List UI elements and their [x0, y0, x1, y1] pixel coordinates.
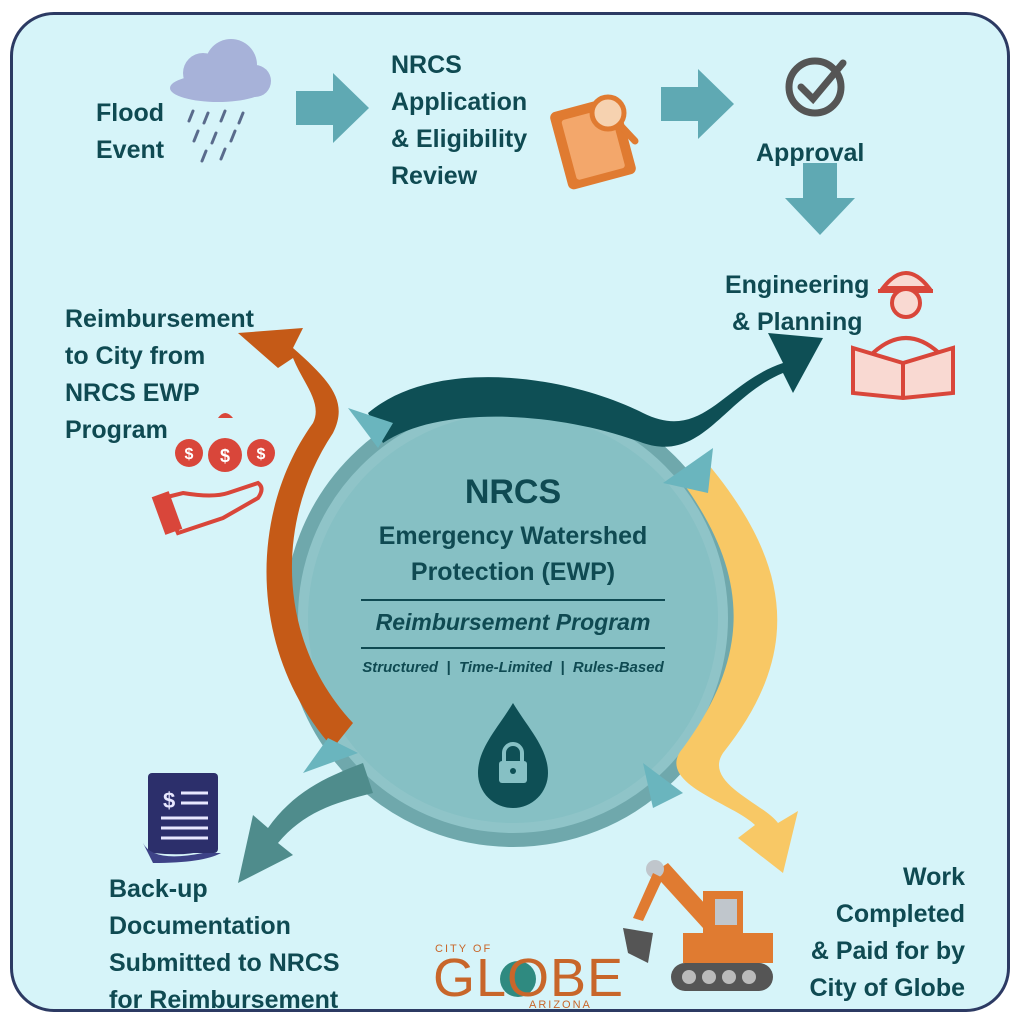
arrow-to-engineering: [368, 333, 823, 447]
svg-text:$: $: [257, 446, 266, 463]
svg-text:$: $: [185, 446, 194, 463]
arrow-to-backup: [238, 763, 373, 883]
lock-drop-icon: [478, 703, 548, 808]
arrow-to-reimbursement: [238, 328, 353, 748]
city-of-globe-logo: CITY OF GLOBE ARIZONA: [433, 941, 623, 1011]
engineer-icon: [851, 271, 955, 401]
arrow-application-to-approval: [661, 69, 734, 139]
step-backup-documentation: Back-up Documentation Submitted to NRCS …: [109, 875, 340, 1012]
logo-top-text: CITY OF: [435, 943, 493, 955]
svg-text:$: $: [163, 788, 175, 813]
arrow-approval-to-engineering: [785, 163, 855, 235]
arrow-to-work: [676, 458, 798, 873]
diagram-artwork: $ $ $ $: [143, 39, 955, 997]
step-work-completed: Work Completed & Paid for by City of Glo…: [809, 863, 965, 1002]
step-reimbursement: Reimbursement to City from NRCS EWP Prog…: [65, 305, 254, 444]
rain-cloud-icon: [170, 39, 271, 163]
diagram-frame: $ $ $ $: [10, 12, 1010, 1012]
money-hand-icon: $ $ $: [151, 413, 275, 536]
center-tags: Structured | Time-Limited | Rules-Based: [362, 659, 664, 676]
document-dollar-icon: $: [143, 773, 221, 863]
logo-main-text: GLOBE: [433, 948, 625, 1008]
step-approval: Approval: [756, 139, 865, 167]
logo-bottom-text: ARIZONA: [529, 999, 592, 1011]
arrow-flood-to-application: [296, 73, 369, 143]
clipboard-magnifier-icon: [550, 94, 639, 190]
center-subtitle: Emergency Watershed Protection (EWP): [378, 522, 648, 586]
excavator-icon: [623, 860, 773, 991]
center-title: NRCS: [464, 473, 562, 511]
svg-text:$: $: [220, 446, 230, 466]
step-engineering-planning: Engineering & Planning: [725, 271, 870, 336]
check-circle-icon: [785, 57, 847, 117]
step-application-review: NRCS Application & Eligibility Review: [391, 51, 528, 190]
center-program: Reimbursement Program: [375, 609, 651, 635]
step-flood-event: Flood Event: [96, 99, 165, 164]
